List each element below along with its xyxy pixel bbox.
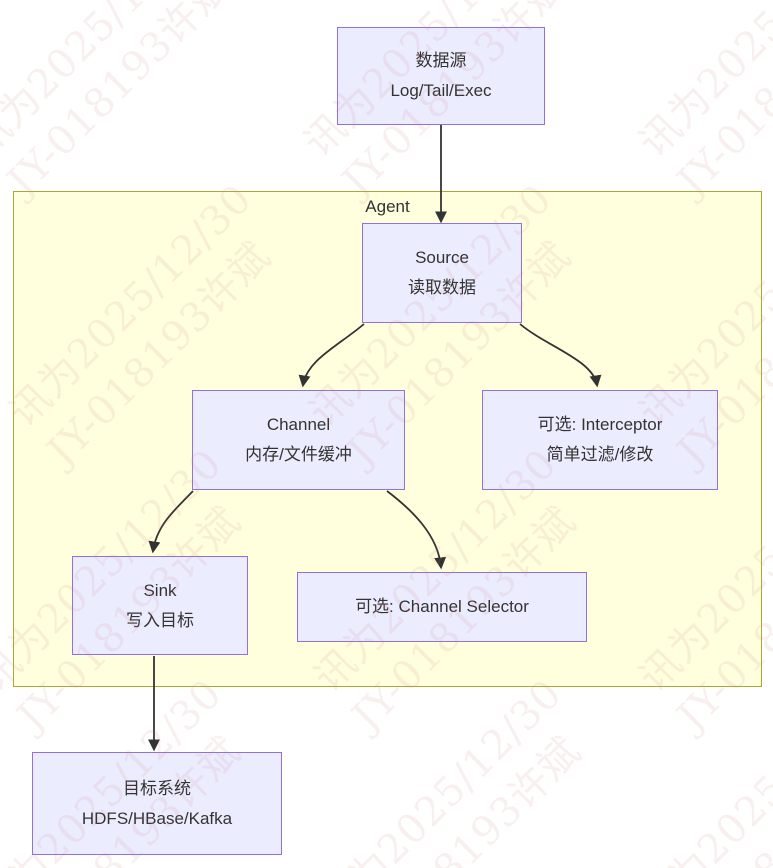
node-source-title: Source bbox=[415, 248, 469, 267]
edge-channel-to-selector bbox=[386, 490, 447, 570]
node-target-system-title: 目标系统 bbox=[123, 778, 191, 798]
agent-cluster-label: Agent bbox=[365, 197, 410, 216]
edge-source-to-interceptor bbox=[519, 323, 602, 388]
node-target-system: 目标系统 HDFS/HBase/Kafka bbox=[32, 752, 282, 855]
node-datasource-title: 数据源 bbox=[415, 51, 467, 70]
node-interceptor-subtitle: 简单过滤/修改 bbox=[546, 445, 654, 464]
node-channel: Channel 内存/文件缓冲 bbox=[192, 390, 405, 490]
edge-channel-to-sink bbox=[148, 490, 194, 554]
node-source: Source 读取数据 bbox=[362, 223, 522, 323]
node-target-system-subtitle: HDFS/HBase/Kafka bbox=[81, 808, 233, 828]
node-sink-subtitle: 写入目标 bbox=[126, 610, 194, 630]
node-channel-selector-title: 可选: Channel Selector bbox=[355, 597, 529, 616]
node-datasource-subtitle: Log/Tail/Exec bbox=[390, 81, 492, 100]
node-sink-title: Sink bbox=[143, 580, 177, 600]
node-interceptor: 可选: Interceptor 简单过滤/修改 bbox=[482, 390, 718, 490]
node-source-subtitle: 读取数据 bbox=[408, 278, 476, 297]
node-channel-subtitle: 内存/文件缓冲 bbox=[245, 445, 352, 464]
node-channel-title: Channel bbox=[266, 415, 331, 434]
node-interceptor-title: 可选: Interceptor bbox=[537, 415, 663, 434]
node-datasource: 数据源 Log/Tail/Exec bbox=[337, 27, 545, 125]
node-sink: Sink 写入目标 bbox=[72, 556, 248, 655]
node-channel-selector: 可选: Channel Selector bbox=[297, 572, 587, 642]
edge-source-to-channel bbox=[298, 323, 365, 388]
